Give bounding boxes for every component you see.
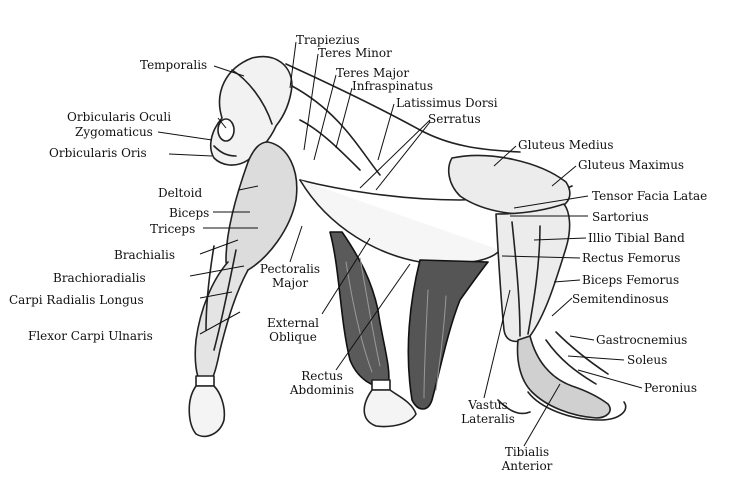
label-tensor-facia-latae: Tensor Facia Latae bbox=[592, 189, 708, 203]
label-gastrocnemius: Gastrocnemius bbox=[596, 333, 688, 347]
label-rectus-abdominis: Rectus Abdominis bbox=[282, 369, 362, 397]
label-trapiezius: Trapiezius bbox=[296, 33, 360, 47]
label-infraspinatus: Infraspinatus bbox=[352, 79, 434, 93]
label-illio-tibial-band: Illio Tibial Band bbox=[588, 231, 685, 245]
label-pectoralis-major-line1: Pectoralis bbox=[259, 262, 321, 276]
label-flexor-carpi-ulnaris: Flexor Carpi Ulnaris bbox=[28, 329, 153, 343]
label-teres-minor: Teres Minor bbox=[318, 46, 392, 60]
label-external-oblique-line1: External bbox=[267, 316, 319, 330]
label-soleus: Soleus bbox=[627, 353, 668, 367]
label-gluteus-maximus: Gluteus Maximus bbox=[578, 158, 685, 172]
label-triceps: Triceps bbox=[150, 222, 196, 236]
label-rectus-abdominis-line2: Abdominis bbox=[289, 383, 355, 397]
label-tibialis-anterior-line2: Anterior bbox=[501, 459, 553, 473]
label-latissimus-dorsi: Latissimus Dorsi bbox=[396, 96, 498, 110]
label-pectoralis-major-line2: Major bbox=[271, 276, 309, 290]
label-biceps: Biceps bbox=[169, 206, 210, 220]
label-vastus-lateralis-line1: Vastus bbox=[468, 398, 508, 412]
label-carpi-radialis-longus: Carpi Radialis Longus bbox=[9, 293, 144, 307]
label-serratus: Serratus bbox=[428, 112, 481, 126]
label-gluteus-medius: Gluteus Medius bbox=[518, 138, 614, 152]
label-tibialis-anterior: Tibialis Anterior bbox=[492, 445, 562, 473]
label-external-oblique: External Oblique bbox=[258, 316, 328, 344]
label-tibialis-anterior-line1: Tibialis bbox=[504, 445, 550, 459]
label-zygomaticus: Zygomaticus bbox=[75, 125, 153, 139]
label-vastus-lateralis: Vastus Lateralis bbox=[453, 398, 523, 426]
label-semitendinosus: Semitendinosus bbox=[572, 292, 669, 306]
label-orbicularis-oris: Orbicularis Oris bbox=[49, 146, 147, 160]
label-rectus-femorus: Rectus Femorus bbox=[582, 251, 681, 265]
label-brachialis: Brachialis bbox=[114, 248, 175, 262]
label-brachioradialis: Brachioradialis bbox=[53, 271, 146, 285]
label-vastus-lateralis-line2: Lateralis bbox=[461, 412, 515, 426]
label-sartorius: Sartorius bbox=[592, 210, 649, 224]
label-rectus-abdominis-line1: Rectus bbox=[301, 369, 343, 383]
label-pectoralis-major: Pectoralis Major bbox=[255, 262, 325, 290]
label-deltoid: Deltoid bbox=[158, 186, 203, 200]
label-orbicularis-oculi: Orbicularis Oculi bbox=[67, 110, 172, 124]
label-biceps-femorus: Biceps Femorus bbox=[582, 273, 680, 287]
label-teres-major: Teres Major bbox=[336, 66, 410, 80]
label-temporalis: Temporalis bbox=[140, 58, 208, 72]
label-peronius: Peronius bbox=[644, 381, 698, 395]
label-external-oblique-line2: Oblique bbox=[269, 330, 317, 344]
